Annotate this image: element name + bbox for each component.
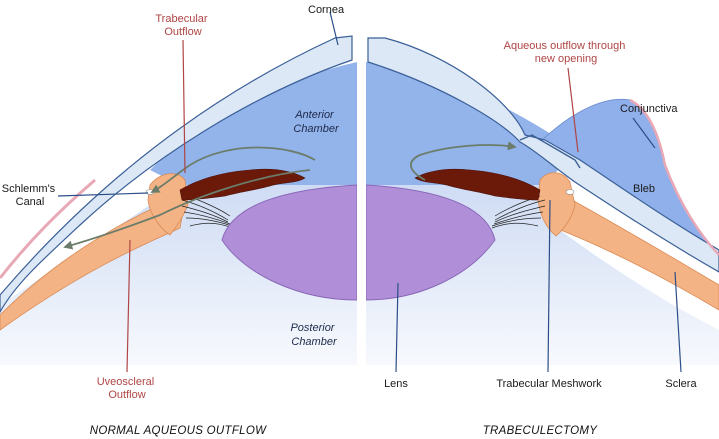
right-lens <box>365 184 496 301</box>
right-cornea <box>367 37 719 273</box>
left-lens <box>221 184 358 301</box>
right-panel <box>365 37 719 365</box>
panel-divider <box>357 0 366 370</box>
label-anterior-chamber: Anterior Chamber <box>293 109 340 135</box>
right-schlemms-canal-dot <box>565 189 575 195</box>
right-conjunctiva-edge <box>629 98 719 256</box>
label-cornea: Cornea <box>308 4 345 16</box>
left-conjunctiva-edge <box>0 178 96 279</box>
left-trabecular-arrow <box>150 146 316 193</box>
right-iris <box>414 168 541 201</box>
caption-trabeculectomy: TRABECULECTOMY <box>483 425 599 437</box>
right-scleral-flap <box>519 134 581 169</box>
label-posterior-chamber: Posterior Chamber <box>290 322 337 348</box>
label-trabecular-meshwork: Trabecular Meshwork <box>496 378 602 390</box>
label-trabecular-outflow: Trabecular Outflow <box>155 13 210 38</box>
right-anterior-chamber <box>366 62 575 185</box>
label-conjunctiva: Conjunctiva <box>620 103 678 115</box>
caption-normal-outflow: NORMAL AQUEOUS OUTFLOW <box>90 425 267 437</box>
label-lens: Lens <box>384 378 408 390</box>
label-sclera: Sclera <box>665 378 697 390</box>
left-panel <box>0 35 358 365</box>
label-uveoscleral-outflow: Uveoscleral Outflow <box>97 376 158 401</box>
right-outflow-arrow <box>410 141 517 181</box>
label-schlemms-canal: Schlemm's Canal <box>2 183 59 208</box>
left-uveoscleral-arrow <box>63 169 311 250</box>
left-anterior-chamber <box>150 62 357 185</box>
left-cornea <box>0 35 353 314</box>
label-bleb: Bleb <box>633 183 655 195</box>
right-ciliary-body <box>537 172 576 237</box>
label-aqueous-outflow: Aqueous outflow through new opening <box>504 40 629 65</box>
leader-lines <box>57 11 682 373</box>
left-iris <box>179 168 306 201</box>
